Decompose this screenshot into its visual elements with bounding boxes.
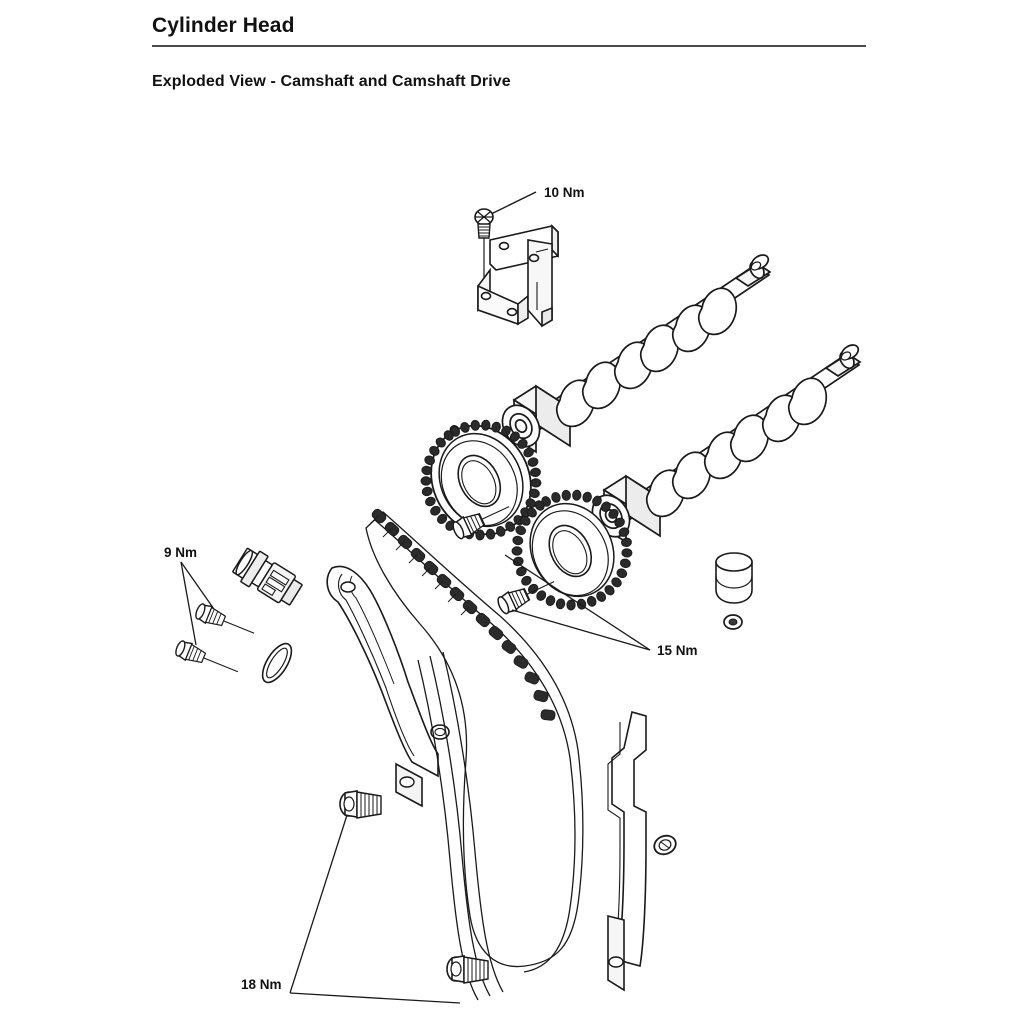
- title-divider: [152, 45, 866, 47]
- callout-15nm: 15 Nm: [504, 554, 698, 658]
- camshaft-sprocket-upper: [420, 419, 542, 541]
- page-title: Cylinder Head: [152, 14, 295, 37]
- sealing-grommet: [653, 834, 677, 856]
- tensioner-bolt-upper: [195, 603, 255, 634]
- tensioner-gasket: [261, 642, 293, 684]
- figure-subtitle: Exploded View - Camshaft and Camshaft Dr…: [152, 73, 511, 90]
- chain-tensioner-body: [232, 547, 303, 606]
- callout-9nm-label: 9 Nm: [164, 545, 197, 560]
- callout-10nm: 10 Nm: [486, 185, 585, 217]
- chain-tensioning-rail-left: [326, 565, 450, 808]
- callout-18nm-label: 18 Nm: [241, 977, 282, 992]
- sprocket-bolt-lower: [497, 581, 555, 615]
- rail-bolt-upper: [339, 790, 382, 819]
- camshaft-bearing-bracket: [477, 224, 559, 328]
- callout-15nm-label: 15 Nm: [657, 643, 698, 658]
- callout-9nm: 9 Nm: [164, 545, 217, 646]
- rail-bolt-lower: [446, 955, 489, 984]
- callout-10nm-label: 10 Nm: [544, 185, 585, 200]
- exploded-view-diagram: 10 Nm: [0, 100, 1024, 1024]
- camshaft-end-cap-exhaust: [840, 344, 860, 361]
- valve-bucket-tappet: [715, 552, 753, 604]
- valve-shim: [723, 614, 743, 630]
- sprocket-bolt-upper: [452, 506, 510, 540]
- camshaft-sprocket-lower: [511, 489, 633, 611]
- intake-camshaft: [501, 260, 772, 454]
- tensioner-bolt-lower: [175, 640, 239, 673]
- callout-18nm: 18 Nm: [241, 811, 461, 1004]
- chain-guide-rail-right: [607, 710, 647, 992]
- camshaft-end-cap-intake: [750, 254, 770, 271]
- bracket-screw: [474, 208, 494, 298]
